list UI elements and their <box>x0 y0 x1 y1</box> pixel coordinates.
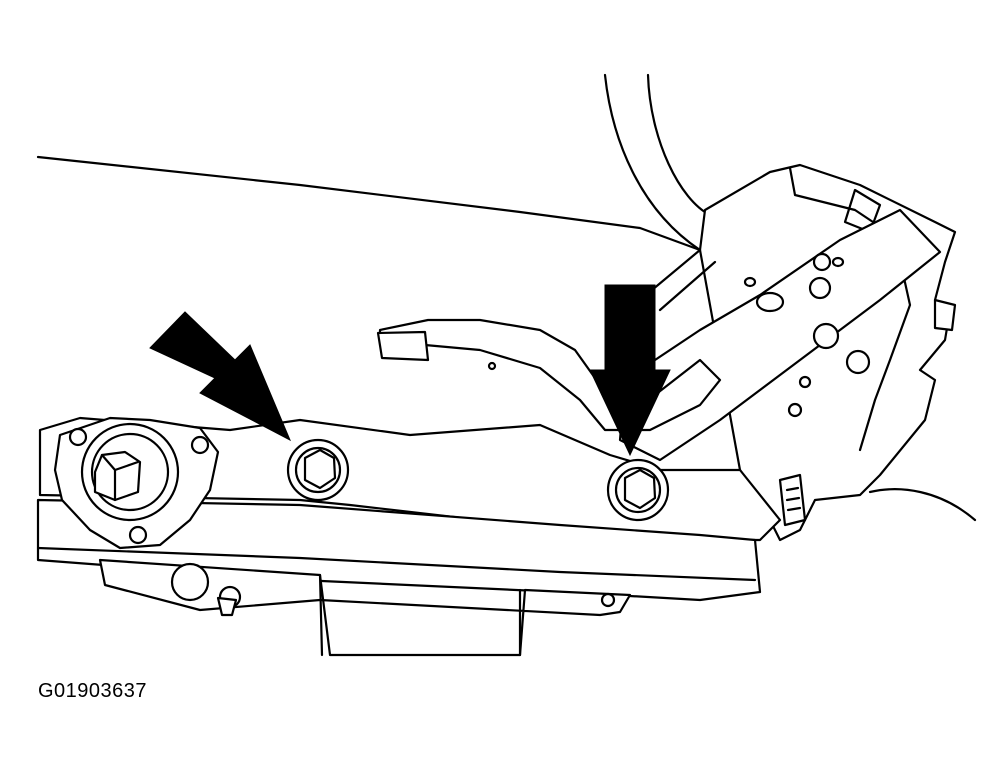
housing-hole <box>798 375 812 389</box>
rail-edge <box>36 546 757 582</box>
mounting-bolt-right-head <box>623 468 657 510</box>
housing-hole <box>812 252 832 272</box>
right-tab <box>933 298 957 332</box>
tensioner-shaft-face <box>100 453 140 502</box>
housing-hole-small <box>831 256 845 268</box>
arrow-left-bolt <box>149 311 291 442</box>
mounting-bolt-left-head <box>303 448 337 490</box>
wire <box>868 488 977 522</box>
lower-block-lines <box>318 573 522 657</box>
flange-bolt-hole <box>68 427 88 447</box>
housing-slot <box>755 291 785 313</box>
tube-end <box>376 330 430 362</box>
figure-code: G01903637 <box>38 680 148 702</box>
tube-hole <box>487 361 497 371</box>
small-bolt-stem <box>216 596 238 617</box>
block-boss <box>170 562 210 602</box>
upper-body-curve <box>603 73 702 252</box>
tensioner-shaft <box>93 450 142 502</box>
arrow-right-bolt <box>589 284 671 457</box>
housing-hole <box>812 322 840 350</box>
upper-body-edge <box>36 155 702 252</box>
connector-pins <box>785 486 802 512</box>
main-bracket-plate <box>38 416 782 542</box>
flange-bolt-hole <box>190 435 210 455</box>
housing-hole <box>808 276 832 300</box>
upper-body-curve-inner <box>646 73 712 217</box>
block-hole <box>600 592 616 608</box>
housing-hole <box>787 402 803 418</box>
housing-hole <box>845 349 871 375</box>
housing-hole-small <box>743 276 757 288</box>
lower-block <box>98 558 632 657</box>
flange-bolt-hole <box>128 525 148 545</box>
